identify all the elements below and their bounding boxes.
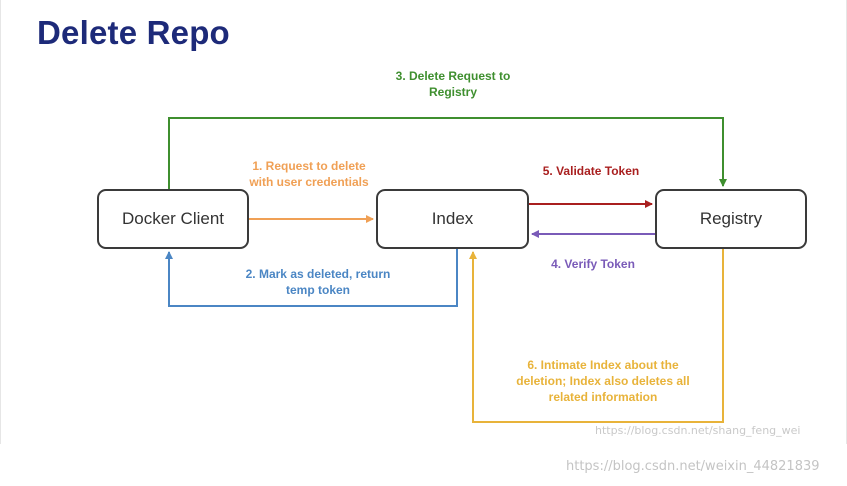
arrow-step2-blue bbox=[165, 249, 458, 307]
arrow-step6-yellow bbox=[469, 249, 724, 423]
step4-line: 4. Verify Token bbox=[551, 257, 635, 271]
step1-label: 1. Request to delete with user credentia… bbox=[229, 158, 389, 190]
page-title: Delete Repo bbox=[37, 14, 230, 51]
arrow-step3-green bbox=[168, 117, 727, 189]
step3-label: 3. Delete Request to Registry bbox=[373, 68, 533, 100]
step6-label: 6. Intimate Index about the deletion; In… bbox=[493, 357, 713, 405]
connector-layer bbox=[165, 117, 727, 423]
step2-line: 2. Mark as deleted, return bbox=[245, 267, 391, 281]
step6-line: 6. Intimate Index about the bbox=[527, 358, 679, 372]
index-node: Index bbox=[376, 189, 529, 249]
step2-label: 2. Mark as deleted, return temp token bbox=[223, 266, 413, 298]
docker-client-node: Docker Client bbox=[97, 189, 249, 249]
step1-line: with user credentials bbox=[249, 175, 369, 189]
step5-label: 5. Validate Token bbox=[521, 163, 661, 179]
step3-line: 3. Delete Request to bbox=[395, 69, 511, 83]
step6-line: deletion; Index also deletes all bbox=[516, 374, 690, 388]
step6-line: related information bbox=[548, 390, 658, 404]
step3-line: Registry bbox=[428, 85, 478, 99]
inner-watermark: https://blog.csdn.net/shang_feng_wei bbox=[595, 424, 801, 437]
index-label: Index bbox=[431, 209, 474, 228]
step1-line: 1. Request to delete bbox=[252, 159, 366, 173]
step4-label: 4. Verify Token bbox=[523, 256, 663, 272]
step5-line: 5. Validate Token bbox=[542, 164, 640, 178]
outer-watermark: https://blog.csdn.net/weixin_44821839 bbox=[566, 459, 820, 474]
registry-label: Registry bbox=[699, 209, 763, 228]
registry-node: Registry bbox=[655, 189, 807, 249]
step2-line: temp token bbox=[285, 283, 350, 297]
docker-client-label: Docker Client bbox=[121, 209, 225, 228]
diagram-slide: Delete Repo Docker Client Index Registry… bbox=[0, 0, 847, 444]
